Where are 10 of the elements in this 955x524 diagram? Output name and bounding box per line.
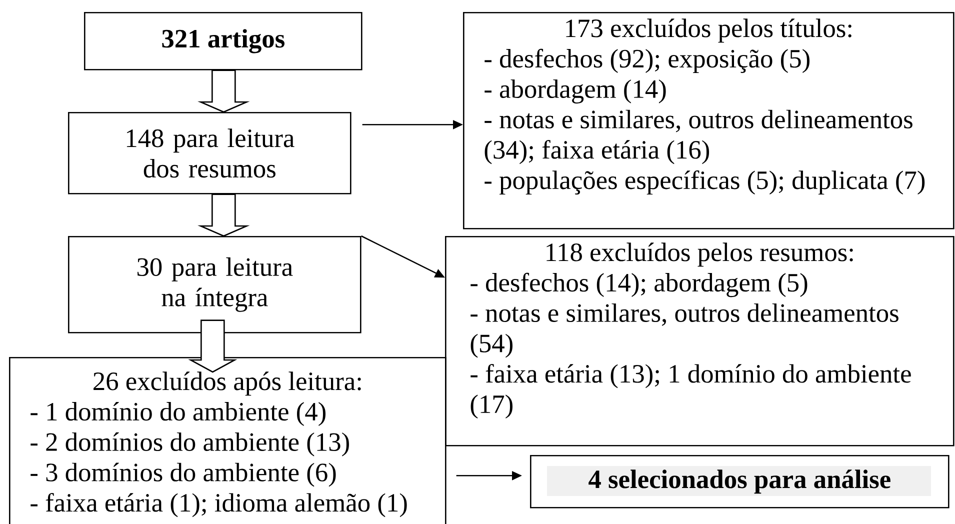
exclusion-box: 26 excluídos após leitura: - 1 domínio do ambiente (4) - 2 domínios do ambiente (13) - 3 domínios do ambiente (6) - faixa etária (1); idioma alemão (1) — [9, 357, 446, 524]
result-box: 4 selecionados para análise — [530, 455, 950, 508]
process-box: 30 para leitura na íntegra — [68, 236, 362, 334]
block-arrow — [198, 194, 250, 237]
process-box: 321 artigos — [84, 12, 362, 70]
exclusion-box: 173 excluídos pelos títulos: - desfechos (92); exposição (5) - abordagem (14) - notas e similares, outros delineamentos (34); faixa etária (16) - populações específicas (5); duplicata (7) — [463, 12, 954, 230]
block-arrow — [188, 320, 238, 373]
exclusion-box: 118 excluídos pelos resumos: - desfechos (14); abordagem (5) - notas e similares, outros delineamentos (54) - faixa etária (13); 1 domínio do ambiente (17) — [445, 236, 954, 446]
block-arrow — [198, 70, 250, 113]
process-box: 148 para leitura dos resumos — [68, 112, 352, 194]
